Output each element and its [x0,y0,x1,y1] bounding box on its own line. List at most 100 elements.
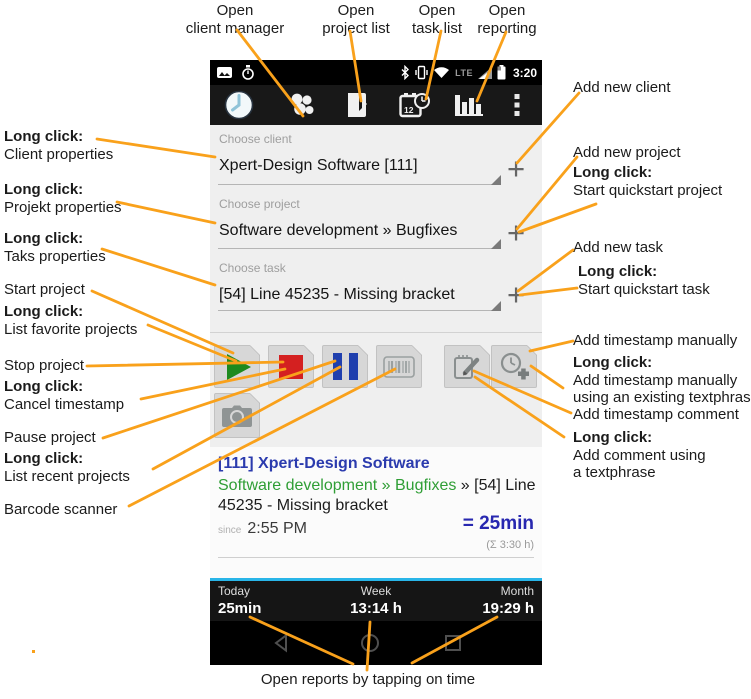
annotation-add-task: Add new task [573,239,664,256]
project-spinner[interactable]: Software development » Bugfixes [219,222,458,239]
pause-icon [332,353,358,380]
client-spinner-underline [218,184,501,185]
annotation-open-reports: Open reports by tapping on time [260,671,476,688]
edit-note-icon [454,354,480,379]
annotation-project-properties: Long click: Projekt properties [4,181,122,216]
annotation-quickstart-project: Long click: Start quickstart project [573,164,722,199]
elapsed-duration: = 25min [462,513,534,534]
open-client-manager-button[interactable] [286,85,318,125]
annotation-line: Open [337,2,375,19]
projects-icon [348,93,367,117]
choose-client-label: Choose client [219,132,292,146]
today-value: 25min [218,600,262,617]
nav-recents-button[interactable] [443,633,463,658]
battery-icon [497,65,506,80]
screenshot-notification-icon [217,67,232,78]
project-spinner-dropdown-icon [491,239,501,249]
pause-project-button[interactable] [322,345,368,388]
reports-icon [455,95,483,116]
annotation-line: Client properties [4,145,114,163]
nav-home-button[interactable] [360,633,380,658]
open-reporting-button[interactable] [453,85,487,125]
nav-back-button[interactable] [272,633,292,658]
add-project-button[interactable]: + [506,215,526,250]
play-icon [227,353,251,380]
week-value: 13:14 h [350,600,402,617]
line-task-properties [100,247,217,287]
annotation-line: reporting [477,19,537,37]
month-label: Month [500,584,535,598]
line-client-properties [95,137,217,159]
annotation-line: Start quickstart task [578,280,710,298]
annotation-line: Add comment using [573,446,706,464]
annotation-line: Add timestamp manually [573,371,738,389]
clients-icon [291,93,314,115]
annotation-bold: Long click: [4,181,84,198]
open-project-list-button[interactable] [344,85,372,125]
summary-today[interactable]: Today 25min [210,581,321,621]
client-spinner[interactable]: Xpert-Design Software [111] [219,157,418,174]
annotation-open-project-list: Open project list [286,2,426,37]
annotation-line: Cancel timestamp [4,395,125,413]
android-nav-bar [210,621,542,665]
annotation-bold: Long click: [578,263,658,280]
annotation-bold: Long click: [573,429,653,446]
start-project-button[interactable] [214,345,260,388]
add-task-button[interactable]: + [506,277,526,312]
clock-time: 3:20 [512,65,537,80]
lte-indicator: LTE [455,67,473,78]
svg-text:12: 12 [404,105,414,115]
annotation-line: List favorite projects [4,320,138,338]
stray-dot [32,650,35,653]
annotation-bold: Long click: [4,303,84,320]
summary-month[interactable]: Month 19:29 h [431,581,542,621]
stop-project-button[interactable] [268,345,314,388]
bluetooth-icon [401,65,410,80]
vibrate-icon [415,65,428,80]
line-project-properties [115,200,217,225]
annotation-line: Taks properties [4,247,106,265]
camera-button[interactable] [214,393,260,438]
app-toolbar: 12 [210,85,542,125]
active-project-task-text: Software development » Bugfixes » [54] L… [218,476,540,516]
panel-divider [218,557,534,558]
summary-week[interactable]: Week 13:14 h [321,581,432,621]
annotation-quickstart-task: Long click: Start quickstart task [578,263,710,298]
stop-icon [279,354,303,379]
add-client-button[interactable]: + [506,151,526,186]
status-bar-right: LTE 3:20 [400,64,537,81]
annotation-task-properties: Long click: Taks properties [4,230,106,265]
annotation-add-client: Add new client [573,79,671,96]
annotation-bold: Long click: [4,378,84,395]
annotation-line: project list [322,19,390,37]
current-timestamp-panel: [111] Xpert-Design Software Software dev… [210,447,542,578]
overflow-menu-button[interactable] [509,85,525,125]
add-comment-button[interactable] [444,345,490,388]
clock-plus-icon [500,352,529,379]
stopwatch-notification-icon [242,65,254,80]
annotation-add-comment: Add timestamp comment [573,406,739,423]
annotation-start-project: Start project [4,281,85,298]
barcode-scanner-button[interactable] [376,345,422,388]
android-status-bar: LTE 3:20 [210,60,542,85]
overflow-menu-icon [514,94,520,116]
task-spinner[interactable]: [54] Line 45235 - Missing bracket [219,286,455,303]
status-bar-left [217,65,255,80]
open-task-list-button[interactable]: 12 [399,85,431,125]
annotation-line: Open [488,2,526,19]
annotation-line: Open [216,2,254,19]
annotation-line: task list [411,19,462,37]
section-divider [210,332,542,333]
add-timestamp-button[interactable] [491,345,537,388]
today-label: Today [218,584,251,598]
annotation-open-task-list: Open task list [377,2,497,37]
choose-task-label: Choose task [219,261,286,275]
recents-icon [445,635,461,651]
active-client-text: [111] Xpert-Design Software [218,455,430,472]
active-project-text: Software development » Bugfixes [218,477,457,494]
annotation-favorite-projects: Long click: List favorite projects [4,303,137,338]
home-icon [361,634,379,652]
back-icon [274,633,287,653]
camera-icon [222,405,252,427]
